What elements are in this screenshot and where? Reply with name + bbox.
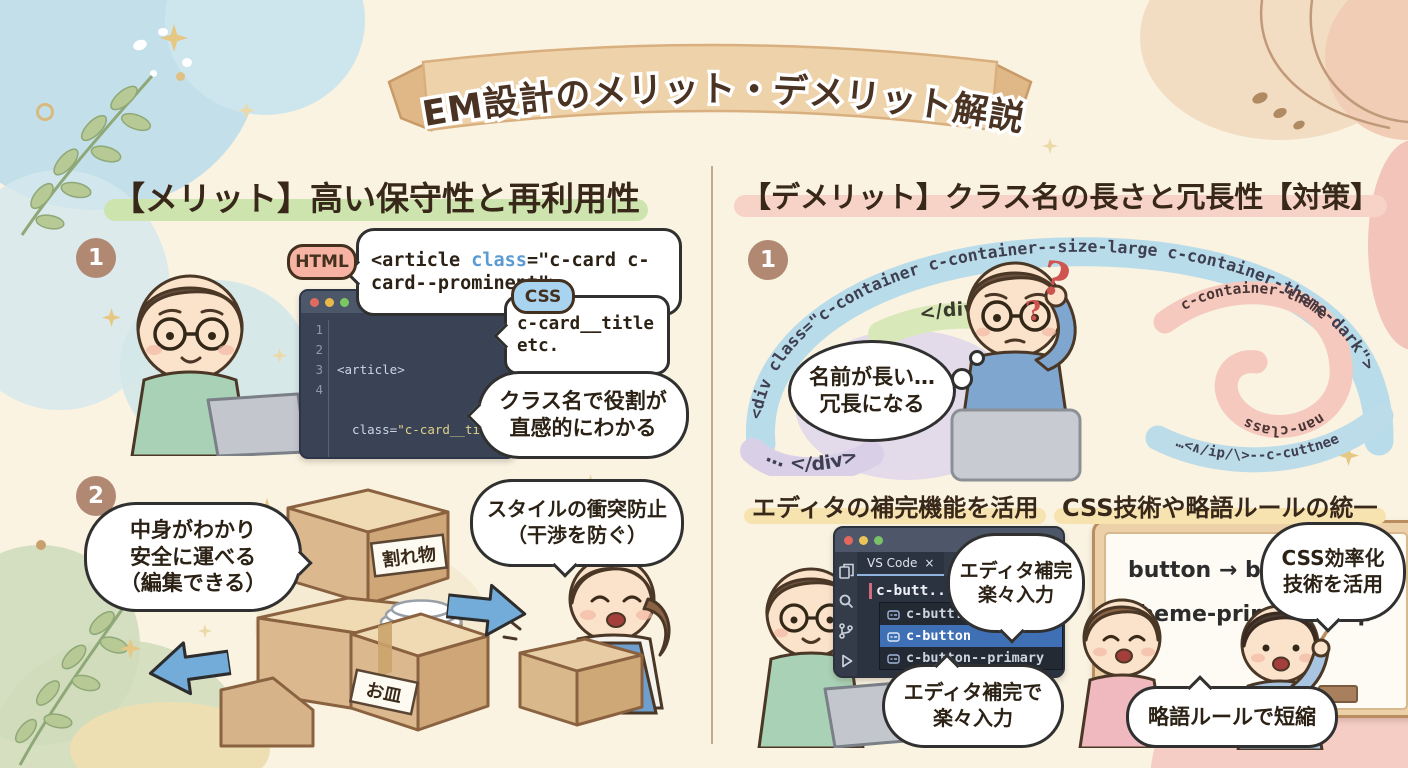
thought-dot xyxy=(969,350,985,366)
dot-decoration xyxy=(176,72,185,81)
text-cursor xyxy=(869,583,872,599)
vscode-tab[interactable]: VS Code × xyxy=(857,552,945,576)
box-label-plates: お皿 xyxy=(348,668,420,716)
css-snippet-line: etc. xyxy=(517,336,560,356)
typed-code-line[interactable]: c-butt... xyxy=(857,576,1063,602)
contents-bubble: 中身がわかり 安全に運べる （編集できる） xyxy=(84,502,302,612)
demerit-header: 【デメリット】クラス名の長さと冗長性【対策】 xyxy=(734,174,1388,217)
dot-decoration xyxy=(150,70,157,77)
traffic-light-yellow xyxy=(859,535,868,545)
tab-close-icon[interactable]: × xyxy=(924,556,935,570)
arrow-right-icon xyxy=(444,583,527,637)
completion-bubble-top: エディタ補完 楽々入力 xyxy=(947,533,1085,633)
sparkle-icon xyxy=(160,24,188,52)
html-badge: HTML xyxy=(287,244,357,280)
merit-insight-bubble: クラス名で役割が 直感的にわかる xyxy=(477,371,689,459)
sparkle-icon xyxy=(120,638,141,659)
editor-solution-header: エディタの補完機能を活用 xyxy=(744,488,1047,524)
traffic-light-green xyxy=(874,535,883,545)
sparkle-icon xyxy=(198,624,212,638)
title-ribbon: BEM設計のメリット・デメリット解説 xyxy=(385,26,1033,144)
leaf-branch xyxy=(14,600,130,766)
thought-bubble: 名前が長い… 冗長になる xyxy=(788,340,956,442)
step-1-badge: 1 xyxy=(76,238,116,278)
rules-solution-header: CSS技術や略語ルールの統一 xyxy=(1054,488,1386,524)
css-badge: CSS xyxy=(511,279,575,314)
word-suggestion-icon xyxy=(887,631,900,642)
confused-developer-illustration xyxy=(950,261,1082,482)
code-line: <article> xyxy=(337,362,405,377)
search-icon[interactable] xyxy=(837,592,855,610)
completion-bubble-bottom: エディタ補完で 楽々入力 xyxy=(882,664,1064,748)
thought-dot xyxy=(951,368,973,390)
dot-decoration xyxy=(158,28,168,36)
arrow-left-icon xyxy=(148,641,233,696)
word-suggestion-icon xyxy=(887,609,900,620)
debug-icon[interactable] xyxy=(837,652,855,670)
traffic-light-green xyxy=(340,297,349,307)
leaf-branch xyxy=(20,75,154,236)
box-label-fragile: 割れ物 xyxy=(369,533,449,578)
word-suggestion-icon xyxy=(887,653,900,664)
sparkle-icon xyxy=(1338,445,1359,466)
sparkle-icon xyxy=(1042,138,1058,154)
mover-illustration xyxy=(502,555,671,727)
ring-decoration xyxy=(36,103,54,121)
section-divider xyxy=(711,166,713,744)
source-control-icon[interactable] xyxy=(837,622,855,640)
traffic-light-yellow xyxy=(325,297,334,307)
sparkle-icon xyxy=(238,102,255,119)
sparkle-icon xyxy=(102,308,121,327)
css-snippet-line: c-card__title xyxy=(517,313,654,334)
line-numbers: 1 2 3 4 xyxy=(301,320,329,457)
developer-illustration xyxy=(130,274,308,456)
sparkle-icon xyxy=(272,348,287,363)
html-snippet-pre: <article xyxy=(371,249,472,271)
abbreviation-bubble: 略語ルールで短縮 xyxy=(1126,686,1338,748)
vscode-activity-bar xyxy=(835,552,857,676)
traffic-light-red xyxy=(844,535,853,545)
plate-box-illustration: お皿 xyxy=(348,599,490,732)
explorer-icon[interactable] xyxy=(837,562,855,580)
traffic-light-red xyxy=(310,297,319,307)
css-technique-bubble: CSS効率化 技術を活用 xyxy=(1260,522,1406,622)
corner-stroke-decoration xyxy=(1252,0,1408,130)
dot-decoration xyxy=(182,58,192,67)
merit-header: 【メリット】高い保守性と再利用性 xyxy=(104,172,648,221)
dot-decoration xyxy=(36,540,46,550)
conflict-bubble: スタイルの衝突防止 （干渉を防ぐ） xyxy=(470,479,684,567)
demerit-step-1-badge: 1 xyxy=(748,240,788,280)
html-snippet-class-keyword: class xyxy=(471,249,527,271)
